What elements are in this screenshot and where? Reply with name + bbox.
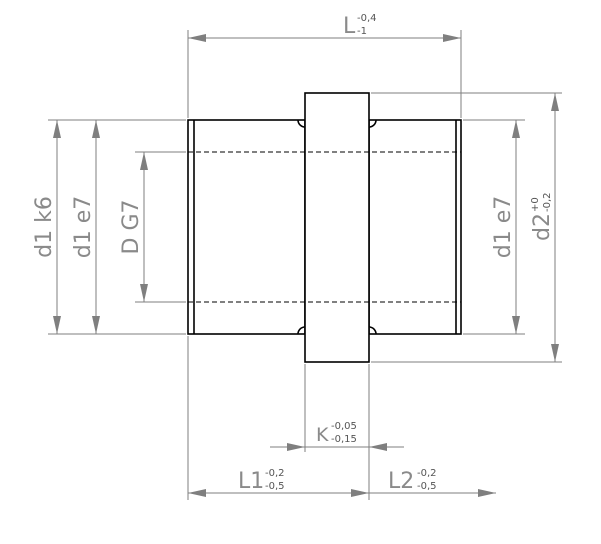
label-L2: L2	[388, 469, 414, 494]
label-L2-upper-tol: -0,2	[417, 468, 437, 479]
dimension-lines	[53, 34, 559, 497]
center-collar	[304, 92, 370, 363]
groove-top-left	[297, 119, 306, 128]
dimension-labels: L -0,4 -1 d1 k6 d1 e7 D G7 d1 e7 d2 +0 -…	[32, 13, 555, 494]
groove-top-right	[368, 119, 377, 128]
part-outline	[187, 92, 462, 363]
label-d2-upper-tol: +0	[530, 197, 541, 212]
label-L1-upper-tol: -0,2	[265, 468, 285, 479]
label-K: K	[316, 424, 329, 446]
label-d2-group: d2 +0 -0,2	[530, 192, 555, 241]
label-L-lower-tol: -1	[357, 26, 367, 37]
groove-bottom-right	[368, 326, 377, 335]
label-d2: d2	[530, 213, 555, 241]
label-d1-e7-right: d1 e7	[491, 196, 516, 259]
groove-bottom-left	[297, 326, 306, 335]
label-L: L	[343, 14, 356, 39]
label-d2-lower-tol: -0,2	[542, 192, 553, 212]
label-L-upper-tol: -0,4	[357, 13, 377, 24]
label-d1-k6: d1 k6	[32, 196, 57, 258]
label-L1: L1	[238, 469, 264, 494]
label-d1-e7-left: d1 e7	[71, 196, 96, 259]
label-L1-lower-tol: -0,5	[265, 481, 285, 492]
label-K-upper-tol: -0,05	[331, 421, 357, 432]
label-D-G7: D G7	[119, 200, 144, 255]
label-L2-lower-tol: -0,5	[417, 481, 437, 492]
label-K-lower-tol: -0,15	[331, 434, 357, 445]
